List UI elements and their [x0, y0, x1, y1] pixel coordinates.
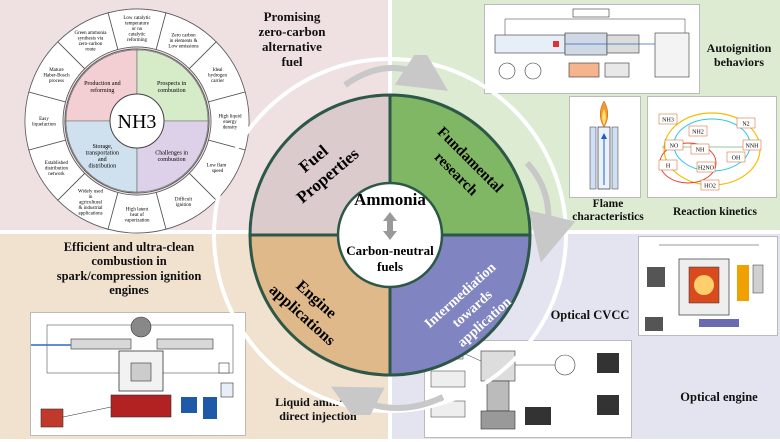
- kinetics-node-box: [688, 125, 708, 137]
- kinetics-node-box: [696, 161, 716, 173]
- central-circle-diagram: Ammonia Carbon-neutral fuels Fuel Proper…: [212, 55, 575, 415]
- kinetics-node-box: [736, 117, 756, 129]
- kinetics-node-label: H2NO: [698, 166, 715, 172]
- nh3-center-label: NH3: [118, 111, 157, 133]
- kinetics-node-label: NH3: [662, 118, 674, 124]
- bidirectional-arrow-icon: [383, 212, 397, 240]
- kinetics-node-label: NH: [696, 148, 705, 154]
- cycle-arrow-bottom: [331, 386, 445, 415]
- ammonia-title: Ammonia: [354, 190, 426, 209]
- optical-cvcc-schematic: [638, 236, 778, 336]
- promising-fuel-caption: Promising zero-carbon alternative fuel: [258, 9, 326, 69]
- engine-test-bench-schematic: [30, 312, 246, 436]
- autoignition-caption: Autoignition behaviors: [706, 41, 772, 69]
- kinetics-node-label: HO2: [704, 184, 716, 190]
- rcm-apparatus-schematic: [484, 4, 700, 94]
- kinetics-node-box: [664, 139, 684, 151]
- cycle-arrow-top: [343, 55, 449, 91]
- kinetics-node-box: [690, 143, 710, 155]
- kinetics-node-box: [726, 151, 746, 163]
- flame-burner-schematic: [569, 96, 641, 198]
- kinetics-node-box: [658, 113, 678, 125]
- kinetics-node-box: [700, 179, 720, 191]
- kinetics-node-label: N2: [742, 122, 749, 128]
- cycle-arrow-right: [524, 160, 575, 263]
- flame-characteristics-caption: Flame characteristics: [572, 198, 644, 224]
- fuels-label: fuels: [377, 259, 403, 274]
- kinetics-node-label: NH2: [692, 130, 704, 136]
- carbon-neutral-label: Carbon-neutral: [346, 243, 434, 258]
- wheel-outer-segment: [57, 12, 119, 70]
- kinetics-node-label: NO: [670, 144, 679, 150]
- kinetics-node-box: [658, 159, 678, 171]
- kinetics-node-label: NNH: [746, 144, 760, 150]
- efficient-combustion-caption: Efficient and ultra-clean combustion in …: [56, 240, 202, 298]
- kinetics-node-box: [742, 139, 762, 151]
- optical-engine-schematic: [424, 340, 632, 438]
- kinetics-node-label: H: [666, 164, 671, 170]
- optical-engine-caption: Optical engine: [680, 390, 758, 404]
- optical-cvcc-caption: Optical CVCC: [550, 308, 630, 322]
- kinetics-node-label: OH: [732, 156, 741, 162]
- reaction-kinetics-caption: Reaction kinetics: [672, 206, 757, 218]
